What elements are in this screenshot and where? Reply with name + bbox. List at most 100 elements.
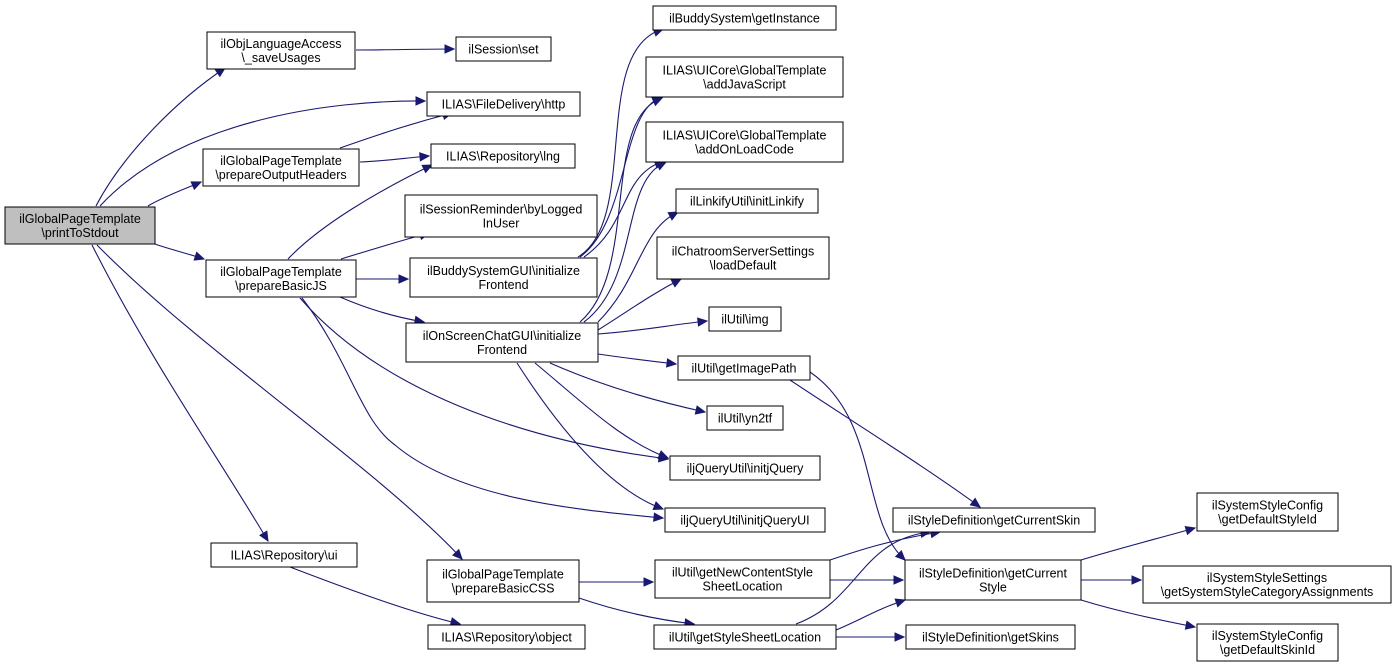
node-getskins[interactable]: ilStyleDefinition\getSkins <box>905 624 1076 650</box>
node-label-line: \prepareBasicCSS <box>452 582 555 596</box>
edge-prepare_js-to-lng-arrowhead <box>421 164 434 174</box>
edge-prepare_css-to-newcontent-arrowhead <box>643 577 655 587</box>
node-label-line: ILIAS\Repository\lng <box>446 150 560 164</box>
node-imagepath[interactable]: ilUtil\getImagePath <box>677 355 811 381</box>
node-box <box>706 405 784 431</box>
node-prepare_css[interactable]: ilGlobalPageTemplate\prepareBasicCSS <box>426 559 580 603</box>
node-box <box>708 306 782 332</box>
edge-onscreen-to-yn2tf <box>549 362 706 413</box>
node-label-line: ILIAS\UICore\GlobalTemplate <box>663 64 827 78</box>
node-box <box>656 236 830 280</box>
edge-currentstyle-to-catassign-arrowhead <box>1131 575 1143 585</box>
edge-objlang-to-session_set <box>355 48 455 51</box>
edge-onscreen-to-imagepath-arrowhead <box>666 358 678 368</box>
edge-onscreen-to-jqueryui <box>516 362 664 510</box>
edge-root-to-prepare_js-arrowhead <box>193 251 206 261</box>
edge-onscreen-to-addonload <box>583 161 667 323</box>
node-label-line: ilBuddySystem\getInstance <box>669 12 820 26</box>
edge-imagepath-to-currentstyle <box>809 371 906 561</box>
node-label-line: ilOnScreenChatGUI\initialize <box>423 329 581 343</box>
node-label-line: ILIAS\Repository\ui <box>231 549 338 563</box>
node-objlang[interactable]: ilObjLanguageAccess\_saveUsages <box>206 31 356 70</box>
node-label-line: \_saveUsages <box>241 51 320 65</box>
node-jquery[interactable]: iljQueryUtil\initjQuery <box>669 455 821 481</box>
edge-onscreen-to-img <box>597 320 708 335</box>
edge-prepare_css-to-stylesheet <box>578 597 695 625</box>
node-yn2tf[interactable]: ilUtil\yn2tf <box>706 405 784 431</box>
node-label-line: ilUtil\getStyleSheetLocation <box>669 631 821 645</box>
node-label-line: \getSystemStyleCategoryAssignments <box>1161 585 1374 599</box>
node-label-line: ilChatroomServerSettings <box>672 245 814 259</box>
edge-onscreen-to-jquery <box>534 362 669 459</box>
node-addonload[interactable]: ILIAS\UICore\GlobalTemplate\addOnLoadCod… <box>645 121 844 163</box>
node-box <box>645 56 844 98</box>
edge-buddy_gui-to-addonload <box>583 160 665 258</box>
node-box <box>1196 623 1339 662</box>
node-label-line: ilObjLanguageAccess <box>221 37 342 51</box>
node-session_set[interactable]: ilSession\set <box>455 36 552 62</box>
edge-onscreen-to-linkify <box>597 211 679 323</box>
edge-prepare_js-to-buddy_gui-arrowhead <box>398 274 410 284</box>
node-label-line: ilBuddySystemGUI\initialize <box>427 264 580 278</box>
node-buddy_inst[interactable]: ilBuddySystem\getInstance <box>652 5 837 31</box>
node-repo_ui[interactable]: ILIAS\Repository\ui <box>210 542 358 568</box>
edge-onscreen-to-addjs <box>579 97 663 323</box>
node-box <box>409 257 598 298</box>
node-linkify[interactable]: ilLinkifyUtil\initLinkify <box>675 188 819 214</box>
edge-prepare_js-to-jquery <box>299 297 669 460</box>
edge-prepare_js-to-onscreen <box>339 296 425 323</box>
node-prepare_js[interactable]: ilGlobalPageTemplate\prepareBasicJS <box>205 259 357 298</box>
node-img[interactable]: ilUtil\img <box>708 306 782 332</box>
node-stylesheet[interactable]: ilUtil\getStyleSheetLocation <box>653 624 837 650</box>
node-root[interactable]: ilGlobalPageTemplate\printToStdout <box>4 206 156 245</box>
node-catassign[interactable]: ilSystemStyleSettings\getSystemStyleCate… <box>1142 565 1392 604</box>
edge-root-to-repo_ui-arrowhead <box>259 530 269 543</box>
node-box <box>202 148 360 187</box>
node-box <box>653 624 837 650</box>
node-prepare_output[interactable]: ilGlobalPageTemplate\prepareOutputHeader… <box>202 148 360 187</box>
node-addjs[interactable]: ILIAS\UICore\GlobalTemplate\addJavaScrip… <box>645 56 844 98</box>
node-box <box>426 91 581 117</box>
node-currentskin[interactable]: ilStyleDefinition\getCurrentSkin <box>892 507 1096 533</box>
node-box <box>677 355 811 381</box>
node-label-line: ilStyleDefinition\getCurrentSkin <box>908 514 1080 528</box>
edge-prepare_output-to-lng-arrowhead <box>419 152 431 162</box>
node-label-line: ilUtil\img <box>721 313 768 327</box>
edge-prepare_js-to-jqueryui <box>301 297 664 519</box>
edge-root-to-prepare_css-arrowhead <box>452 548 463 560</box>
edge-currentstyle-to-defskin <box>1080 599 1196 628</box>
node-label-line: Style <box>979 581 1007 595</box>
node-label-line: \getDefaultStyleId <box>1218 513 1317 527</box>
node-label-line: \prepareBasicJS <box>235 279 327 293</box>
node-label-line: ilGlobalPageTemplate <box>220 265 342 279</box>
node-label-line: ilSystemStyleSettings <box>1207 571 1327 585</box>
node-label-line: ilUtil\getImagePath <box>692 362 797 376</box>
node-label-line: \printToStdout <box>41 226 119 240</box>
node-defstyle[interactable]: ilSystemStyleConfig\getDefaultStyleId <box>1196 492 1339 532</box>
edge-currentstyle-to-defstyle-arrowhead <box>1184 526 1197 536</box>
node-label-line: ilSession\set <box>468 43 539 57</box>
node-jqueryui[interactable]: iljQueryUtil\initjQueryUI <box>664 507 826 533</box>
edge-onscreen-to-linkify-arrowhead <box>667 211 680 221</box>
edge-repo_ui-to-repo_object <box>289 566 461 625</box>
node-defskin[interactable]: ilSystemStyleConfig\getDefaultSkinId <box>1196 623 1339 662</box>
node-label-line: \prepareOutputHeaders <box>215 168 346 182</box>
node-filedelivery[interactable]: ILIAS\FileDelivery\http <box>426 91 581 117</box>
edge-stylesheet-to-currentstyle-arrowhead <box>894 598 907 608</box>
node-repo_object[interactable]: ILIAS\Repository\object <box>427 624 586 650</box>
node-label-line: \getDefaultSkinId <box>1220 643 1315 657</box>
edge-objlang-to-session_set-arrowhead <box>444 44 456 54</box>
node-box <box>210 542 358 568</box>
edge-root-to-prepare_css <box>96 244 463 560</box>
edge-prepare_output-to-lng <box>359 155 430 163</box>
edge-stylesheet-to-getskins-arrowhead <box>894 632 906 642</box>
edge-stylesheet-to-currentstyle <box>835 599 906 631</box>
node-lng[interactable]: ILIAS\Repository\lng <box>430 143 576 169</box>
node-chatroom[interactable]: ilChatroomServerSettings\loadDefault <box>656 236 830 280</box>
